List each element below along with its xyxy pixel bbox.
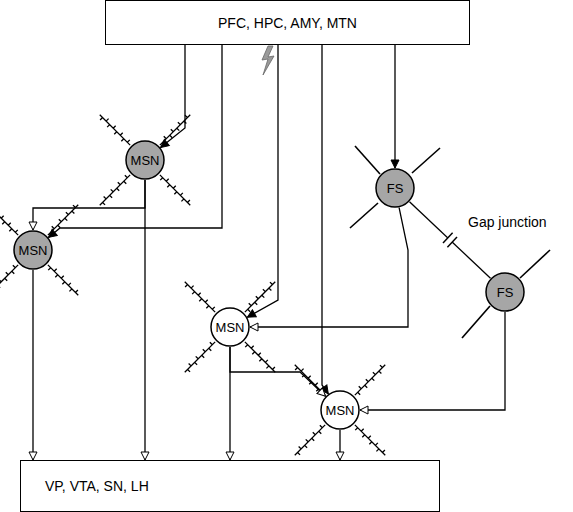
node-label: VP, VTA, SN, LH <box>45 478 149 494</box>
input-region-box: PFC, HPC, AMY, MTN <box>105 0 470 45</box>
msn-neuron: MSN <box>13 230 53 270</box>
msn-dendrite <box>0 265 18 295</box>
msn-dendrite <box>245 342 275 372</box>
output-region-box: VP, VTA, SN, LH <box>20 460 440 512</box>
msn-dendrite <box>160 175 190 205</box>
synaptic-connection <box>32 270 33 460</box>
msn-dendrite <box>48 265 78 295</box>
gap-junction-bar <box>447 237 457 247</box>
node-label: FS <box>387 181 404 196</box>
node-label: MSN <box>131 153 160 168</box>
fs-interneuron: FS <box>485 272 525 312</box>
synaptic-connection <box>250 208 408 327</box>
node-label: FS <box>497 285 514 300</box>
synaptic-connection <box>322 45 328 394</box>
msn-dendrite <box>185 342 215 372</box>
msn-dendrite <box>185 282 215 312</box>
gap-junction-gap <box>448 238 452 242</box>
fs-dendrite <box>355 146 380 174</box>
fs-interneuron: FS <box>375 168 415 208</box>
synaptic-connection <box>144 180 145 460</box>
msn-dendrite <box>245 282 275 312</box>
annotation-label: Gap junction <box>466 214 549 230</box>
soma-outline <box>376 169 414 207</box>
node-label: MSN <box>326 403 355 418</box>
node-label: PFC, HPC, AMY, MTN <box>218 15 357 31</box>
msn-dendrite <box>100 115 130 145</box>
msn-neuron: MSN <box>210 307 250 347</box>
node-label: MSN <box>216 320 245 335</box>
msn-dendrite <box>295 425 325 455</box>
msn-dendrite <box>100 175 130 205</box>
msn-neuron: MSN <box>320 390 360 430</box>
msn-neuron: MSN <box>125 140 165 180</box>
synaptic-connection <box>339 430 340 460</box>
synaptic-connection <box>360 312 505 410</box>
msn-dendrite <box>355 365 385 395</box>
fs-dendrite <box>462 306 490 338</box>
synaptic-connection <box>33 180 145 230</box>
synaptic-connection <box>161 45 185 148</box>
msn-dendrite <box>0 205 18 235</box>
soma-outline <box>321 391 359 429</box>
fs-dendrite <box>520 250 550 278</box>
gap-junction-bar <box>443 233 453 243</box>
fs-dendrite <box>350 203 378 228</box>
stimulus-bolt <box>262 46 274 75</box>
soma-outline <box>486 273 524 311</box>
synaptic-connection <box>247 45 278 317</box>
node-label: MSN <box>19 243 48 258</box>
msn-dendrite <box>355 425 385 455</box>
fs-dendrite <box>412 148 440 173</box>
synaptic-connection <box>394 45 395 168</box>
soma-outline <box>211 308 249 346</box>
msn-dendrite <box>48 205 78 235</box>
synaptic-connection <box>230 347 326 396</box>
msn-dendrite <box>295 365 325 395</box>
soma-outline <box>126 141 164 179</box>
msn-dendrite <box>160 115 190 145</box>
soma-outline <box>14 231 52 269</box>
